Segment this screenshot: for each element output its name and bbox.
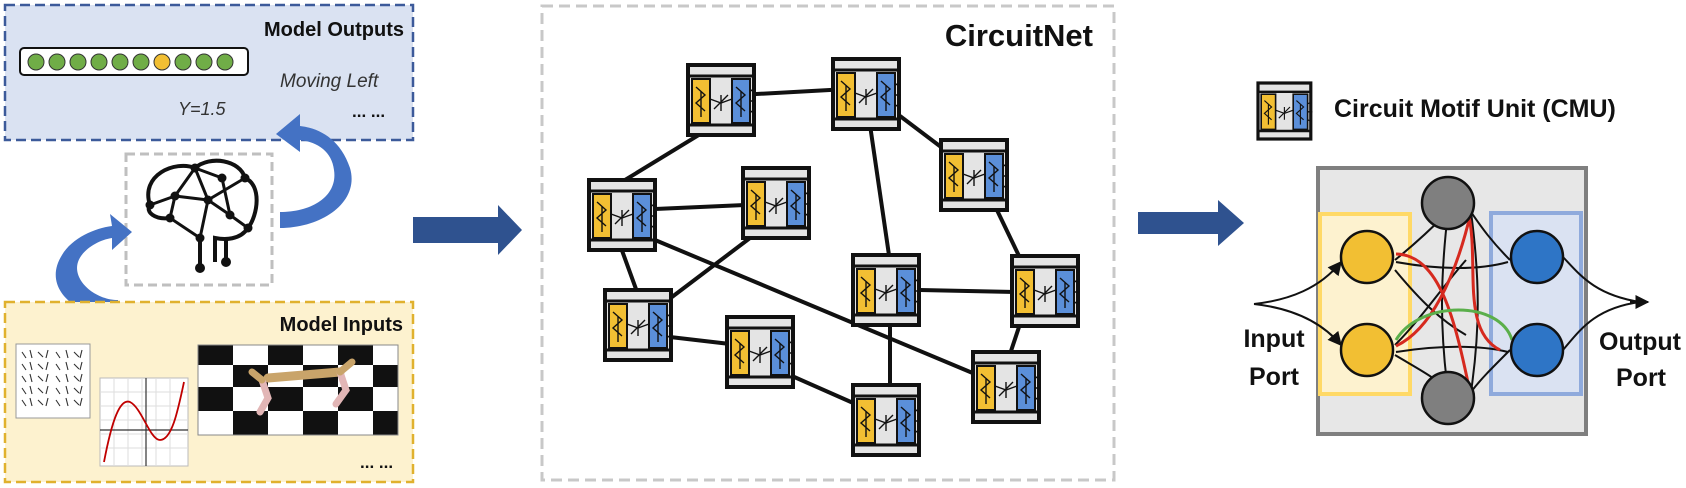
input-node [1339, 229, 1395, 285]
robot-simulation-image [197, 344, 399, 436]
model-inputs-panel: Model Inputs [3, 300, 415, 484]
output-neuron-dots [27, 53, 234, 71]
cmu-node [971, 350, 1043, 424]
inputs-ellipsis: ... ... [360, 453, 393, 472]
cmu-node [851, 253, 923, 327]
cmu-node [603, 288, 675, 362]
curved-arrow-left-icon [276, 114, 352, 228]
outputs-ellipsis: ... ... [352, 102, 385, 121]
cmu-node [741, 166, 813, 240]
output-node [1509, 322, 1565, 378]
neural-network-brain-icon [124, 152, 274, 287]
curved-arrow-up-right-icon [55, 214, 132, 318]
output-port-label: Output [1599, 328, 1682, 356]
input-port-label: Input [1243, 325, 1305, 353]
output-value-text: Y=1.5 [178, 99, 227, 119]
cmu-node [1010, 254, 1082, 328]
cmu-node [587, 178, 659, 252]
cmu-node [939, 138, 1011, 212]
cmu-legend: Circuit Motif Unit (CMU) [1256, 81, 1616, 141]
model-outputs-title: Model Outputs [264, 19, 404, 41]
cmu-node [851, 383, 923, 457]
model-outputs-panel: Model Outputs Moving Left Y=1.5 ... ... [3, 3, 415, 142]
circuitnet-title: CircuitNet [945, 18, 1093, 53]
hidden-node [1420, 370, 1476, 426]
hidden-node [1420, 175, 1476, 231]
cmu-node [831, 57, 903, 131]
circuitnet-panel: CircuitNet [540, 4, 1116, 482]
flow-arrow-right-icon [1138, 200, 1244, 246]
output-port-label: Port [1616, 364, 1667, 392]
input-port-label: Port [1249, 363, 1300, 391]
cmu-legend-icon [1256, 81, 1315, 141]
cmu-node [686, 63, 758, 137]
input-node [1339, 322, 1395, 378]
model-inputs-title: Model Inputs [280, 314, 403, 336]
circuitnet-edges [618, 86, 1022, 408]
function-plot-image [99, 377, 189, 467]
output-node [1509, 229, 1565, 285]
handwritten-digits-image [15, 343, 91, 419]
cmu-node [725, 315, 797, 389]
output-action-text: Moving Left [280, 71, 379, 92]
flow-arrow-right-icon [413, 205, 522, 255]
cmu-detail-diagram: Input Port Output Port [1243, 166, 1682, 436]
cmu-legend-label: Circuit Motif Unit (CMU) [1334, 95, 1616, 123]
